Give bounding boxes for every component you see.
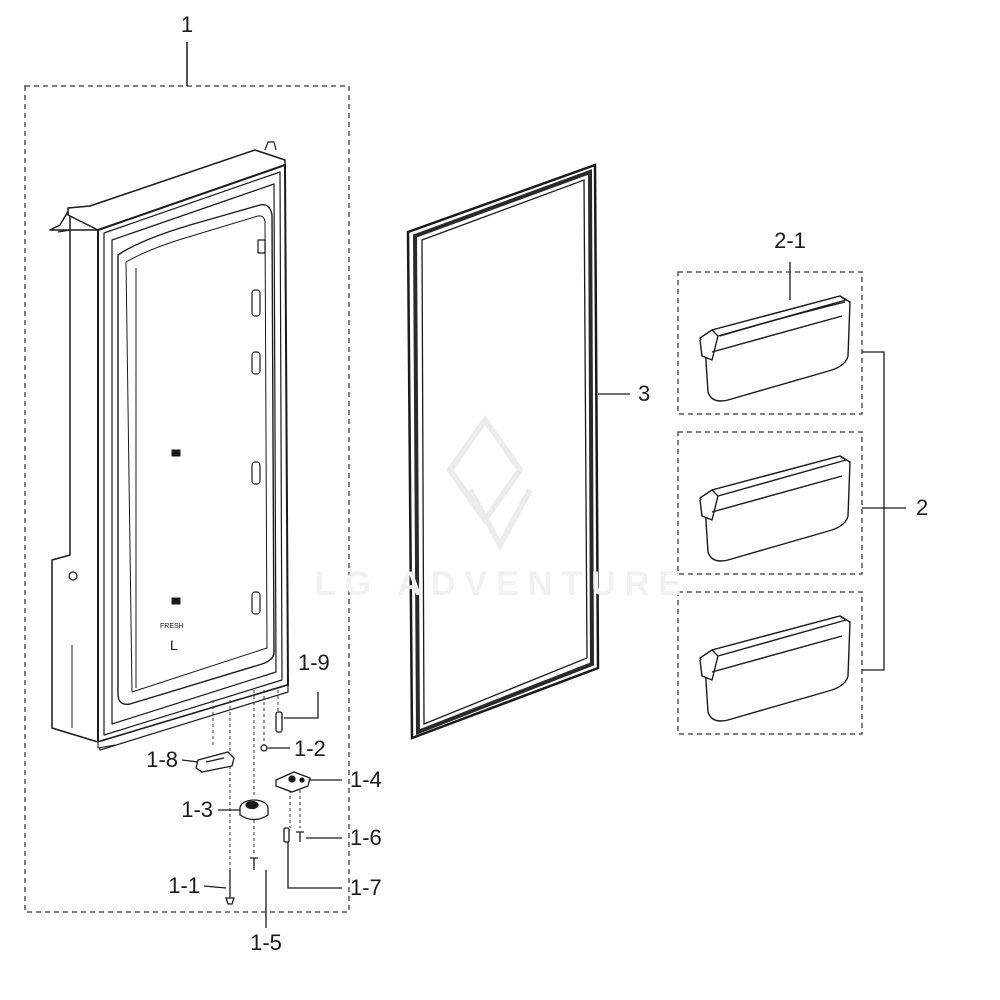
label-part-1-1: 1-1 — [168, 873, 200, 898]
door-side-letter: L — [170, 637, 178, 653]
label-part-1-5: 1-5 — [250, 930, 282, 955]
label-part-2: 2 — [916, 495, 929, 520]
label-part-1-3: 1-3 — [181, 797, 213, 822]
watermark-text: LG ADVENTURE — [315, 565, 690, 603]
label-part-2-1: 2-1 — [774, 228, 806, 253]
door-gasket — [406, 163, 600, 740]
pin-1-7 — [283, 827, 290, 843]
door-model-marking: FRESH — [160, 623, 184, 630]
label-part-1-7: 1-7 — [350, 875, 382, 900]
watermark-emblem — [446, 414, 533, 552]
label-part-1-6: 1-6 — [350, 825, 382, 850]
guard-boxes — [677, 271, 863, 735]
guard-bracket — [789, 262, 906, 671]
screw-1-6 — [296, 831, 304, 842]
door-guard-bin-2 — [699, 455, 851, 562]
door-guard-bin-1 — [699, 295, 851, 402]
cap-1-8 — [195, 751, 235, 773]
pin-1-2 — [260, 744, 268, 752]
label-part-1: 1 — [180, 12, 194, 37]
screw-1-1 — [225, 870, 235, 905]
door-guard-bins — [699, 295, 851, 722]
label-part-1-4: 1-4 — [350, 767, 382, 792]
label-part-1-2: 1-2 — [294, 736, 326, 761]
label-part-1-9: 1-9 — [298, 650, 330, 675]
stopper-1-9 — [275, 711, 283, 733]
assembly-lines — [212, 690, 301, 870]
hinge-parts — [195, 711, 311, 905]
door-guard-bin-3 — [699, 615, 851, 722]
screw-1-5 — [250, 857, 258, 870]
refrigerator-door — [49, 141, 289, 751]
label-part-1-8: 1-8 — [146, 747, 178, 772]
leader-lines — [181, 692, 342, 928]
label-part-3: 3 — [638, 381, 651, 406]
